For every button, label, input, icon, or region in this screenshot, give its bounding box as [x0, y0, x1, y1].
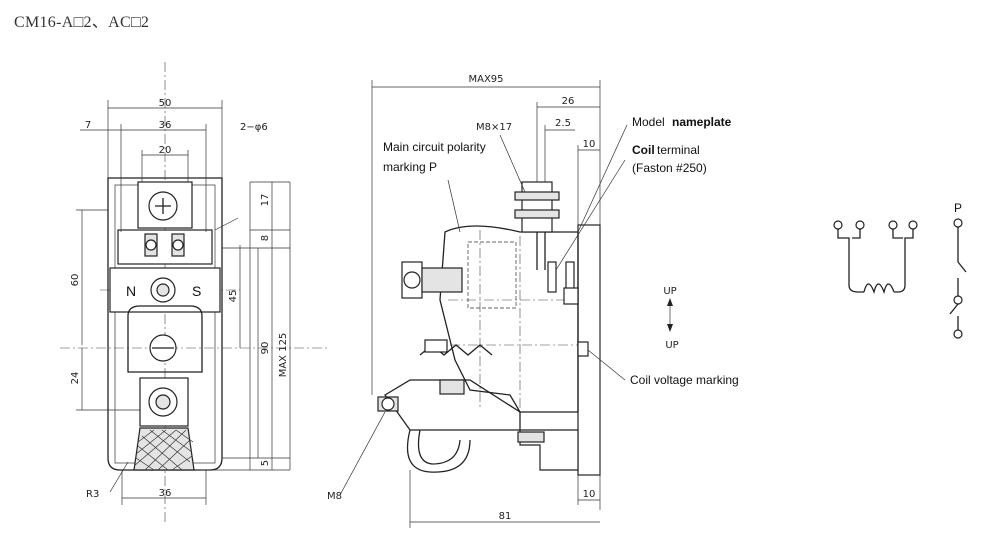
polarity-label-line1: Main circuit polarity	[383, 140, 486, 154]
dim-holes: 2−φ6	[240, 122, 268, 133]
dim-offset: 7	[85, 120, 91, 131]
dim-2-5: 2.5	[555, 118, 571, 129]
schematic-p-label: P	[954, 201, 962, 215]
dim-26: 26	[562, 96, 575, 107]
coil-label: Coil	[632, 143, 655, 157]
dim-center: 20	[159, 145, 172, 156]
pole-s-label: S	[192, 283, 201, 299]
dim-17: 17	[260, 194, 271, 207]
dim-10-bottom: 10	[583, 489, 596, 500]
dim-81: 81	[499, 511, 512, 522]
pole-n-label: N	[126, 283, 136, 299]
up-label-top: UP	[663, 286, 676, 297]
dim-45: 45	[228, 290, 239, 303]
dim-inner: 36	[159, 120, 172, 131]
dim-5: 5	[260, 460, 271, 466]
coil-voltage-label: Coil voltage marking	[630, 373, 739, 387]
dim-bottom: 36	[159, 488, 172, 499]
model-label: Model	[632, 115, 665, 129]
terminal-label: terminal	[657, 143, 700, 157]
dim-lower-left: 24	[70, 372, 81, 385]
dim-8: 8	[260, 235, 271, 241]
dim-height-left: 60	[70, 274, 81, 287]
nameplate-label: nameplate	[672, 115, 732, 129]
dim-max95: MAX95	[468, 74, 503, 85]
side-view: MAX95 26 M8×17 2.5 10 M8 81 10 Main circ…	[327, 74, 739, 528]
front-view: 50 36 7 20 2−φ6 60 24 17 8 45 90 MAX 125…	[60, 62, 330, 525]
dim-max125: MAX 125	[278, 333, 289, 378]
up-label-bottom: UP	[665, 340, 678, 351]
dim-90: 90	[260, 342, 271, 355]
dim-r3: R3	[86, 489, 99, 500]
dim-width-top: 50	[159, 98, 172, 109]
polarity-label-line2: marking P	[383, 160, 437, 174]
page-title: CM16-A□2、AC□2	[14, 14, 150, 31]
faston-label: (Faston #250)	[632, 161, 707, 175]
circuit-schematic: P	[833, 201, 967, 339]
dim-m8: M8	[327, 491, 342, 502]
dim-m8x17: M8×17	[476, 122, 512, 133]
dim-10-top: 10	[583, 139, 596, 150]
